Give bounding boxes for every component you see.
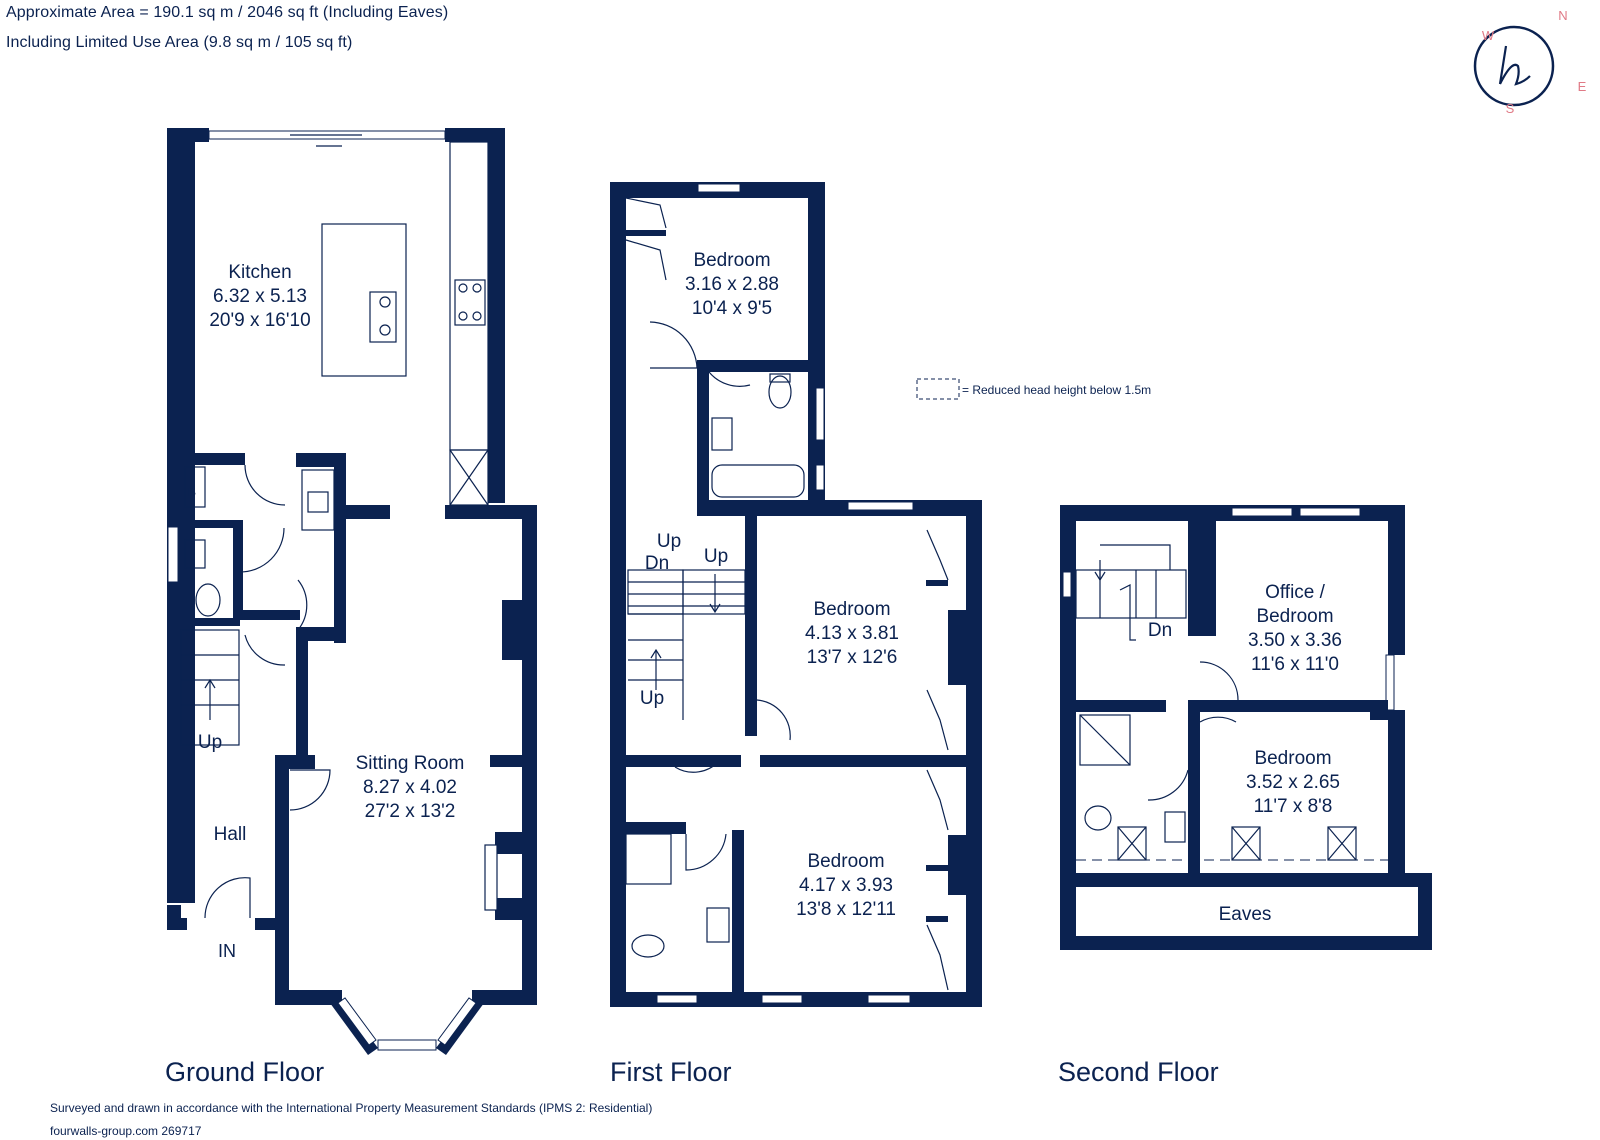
office-metric: 3.50 x 3.36 xyxy=(1248,630,1342,651)
reference-id: fourwalls-group.com 269717 xyxy=(50,1124,202,1138)
entrance-label: IN xyxy=(218,941,236,961)
second-bedroom-metric: 3.52 x 2.65 xyxy=(1246,772,1340,793)
first-bedroom-1-name: Bedroom xyxy=(693,250,770,271)
first-floor-plan: Bedroom 3.16 x 2.88 10'4 x 9'5 Bedroom 4… xyxy=(610,182,982,1087)
first-bedroom-2-name: Bedroom xyxy=(813,599,890,620)
kitchen-imperial: 20'9 x 16'10 xyxy=(209,310,310,331)
eaves-label: Eaves xyxy=(1219,904,1272,925)
compass-west: W xyxy=(1482,28,1495,43)
kitchen-name: Kitchen xyxy=(228,262,291,283)
sitting-room-imperial: 27'2 x 13'2 xyxy=(365,801,456,822)
ground-floor-title: Ground Floor xyxy=(165,1057,324,1087)
second-bedroom-imperial: 11'7 x 8'8 xyxy=(1254,796,1333,817)
office-name-line1: Office / xyxy=(1265,582,1326,603)
office-imperial: 11'6 x 11'0 xyxy=(1251,654,1339,675)
second-stairs-down: Dn xyxy=(1148,620,1172,641)
survey-note: Surveyed and drawn in accordance with th… xyxy=(50,1101,653,1115)
second-floor-title: Second Floor xyxy=(1058,1057,1219,1087)
first-floor-title: First Floor xyxy=(610,1057,732,1087)
limited-use-area: Including Limited Use Area (9.8 sq m / 1… xyxy=(6,34,353,51)
hall-label: Hall xyxy=(214,824,247,845)
compass-east: E xyxy=(1578,79,1587,94)
approximate-area: Approximate Area = 190.1 sq m / 2046 sq … xyxy=(6,4,449,21)
first-bedroom-2-imperial: 13'7 x 12'6 xyxy=(807,647,898,668)
office-name-line2: Bedroom xyxy=(1256,606,1333,627)
compass-south: S xyxy=(1506,101,1515,116)
first-stairs-up-3: Up xyxy=(640,688,664,709)
legend: = Reduced head height below 1.5m xyxy=(916,378,1151,400)
ground-floor-plan: Kitchen 6.32 x 5.13 20'9 x 16'10 Sitting… xyxy=(165,128,537,1087)
first-bedroom-2-metric: 4.13 x 3.81 xyxy=(805,623,899,644)
legend-text: = Reduced head height below 1.5m xyxy=(962,383,1151,397)
first-bedroom-3-metric: 4.17 x 3.93 xyxy=(799,875,893,896)
first-bedroom-1-imperial: 10'4 x 9'5 xyxy=(692,298,772,319)
second-bedroom-name: Bedroom xyxy=(1254,748,1331,769)
first-stairs-down: Dn xyxy=(645,553,669,574)
first-stairs-up-1: Up xyxy=(657,531,681,552)
boiler-label: B xyxy=(188,485,196,499)
compass-north: N xyxy=(1558,8,1567,23)
compass-logo-icon: N E S W xyxy=(1473,8,1587,116)
first-stairs-up-2: Up xyxy=(704,546,728,567)
first-bedroom-1-metric: 3.16 x 2.88 xyxy=(685,274,779,295)
kitchen-metric: 6.32 x 5.13 xyxy=(213,286,307,307)
first-bedroom-3-imperial: 13'8 x 12'11 xyxy=(796,899,896,920)
first-bedroom-3-name: Bedroom xyxy=(807,851,884,872)
sitting-room-metric: 8.27 x 4.02 xyxy=(363,777,457,798)
sitting-room-name: Sitting Room xyxy=(356,753,465,774)
second-floor-plan: Office / Bedroom 3.50 x 3.36 11'6 x 11'0… xyxy=(1058,505,1432,1087)
ground-stairs-up: Up xyxy=(198,732,222,753)
